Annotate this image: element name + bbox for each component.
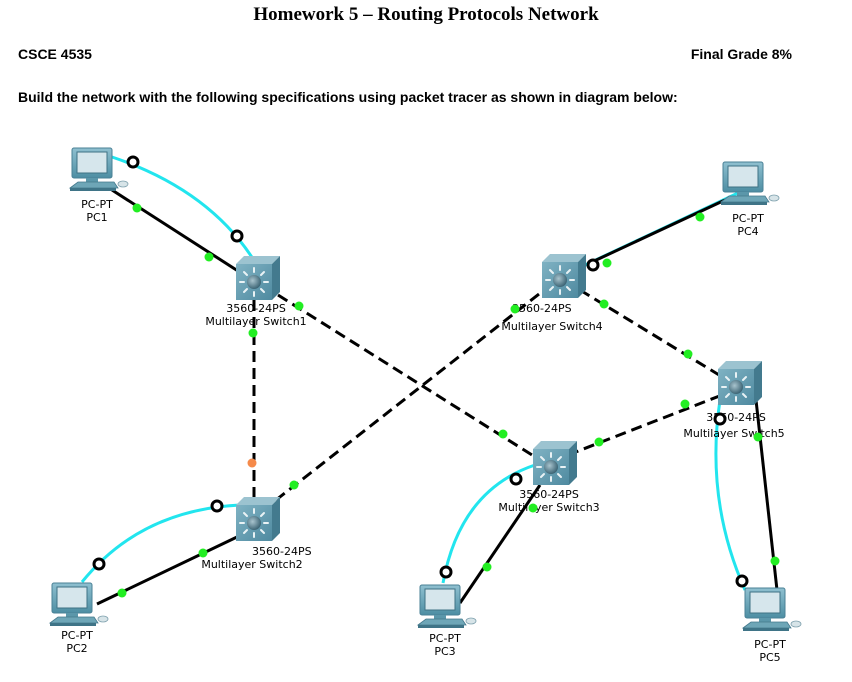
console-cable-pc3-sw3[interactable] — [441, 463, 536, 584]
crossover-cables — [252, 285, 725, 502]
pc4[interactable]: PC-PT PC4 — [720, 161, 780, 238]
console-port-ring — [230, 229, 244, 243]
pc1-name: PC1 — [86, 211, 107, 224]
cable-pc3-sw3[interactable] — [458, 484, 542, 604]
switch-icon — [532, 440, 578, 486]
pc2[interactable]: PC-PT PC2 — [49, 582, 109, 655]
pc5-name: PC5 — [759, 651, 780, 664]
pc-icon — [742, 587, 802, 632]
final-grade: Final Grade 8% — [690, 46, 792, 62]
switch2-name: Multilayer Switch2 — [201, 558, 302, 571]
link-up-indicator — [117, 588, 127, 598]
link-up-indicator — [683, 349, 693, 359]
pc1-model: PC-PT — [81, 198, 113, 211]
pc2-name: PC2 — [66, 642, 87, 655]
link-up-indicator — [528, 503, 538, 513]
pc-icon — [69, 147, 129, 192]
link-up-indicator — [680, 399, 690, 409]
console-port-ring — [586, 258, 600, 272]
pc5[interactable]: PC-PT PC5 — [742, 587, 802, 664]
switch3-model: 3560-24PS — [519, 488, 579, 501]
console-port-ring — [509, 472, 523, 486]
pc1[interactable]: PC-PT PC1 — [69, 147, 129, 224]
switch4-name: Multilayer Switch4 — [501, 320, 602, 333]
link-up-indicator — [294, 301, 304, 311]
link-up-indicator — [602, 258, 612, 268]
switch5-name: Multilayer Switch5 — [683, 427, 784, 440]
link-up-indicator — [695, 212, 705, 222]
cable-sw4-sw5[interactable] — [579, 288, 725, 380]
switch2-model: 3560-24PS — [252, 545, 312, 558]
document-title: Homework 5 – Routing Protocols Network — [253, 4, 599, 25]
link-up-indicator — [753, 432, 763, 442]
console-connectors — [92, 155, 749, 588]
link-up-indicator — [498, 429, 508, 439]
switch-icon — [235, 255, 281, 301]
pc4-name: PC4 — [737, 225, 758, 238]
switch1-name: Multilayer Switch1 — [205, 315, 306, 328]
multilayer-switch3[interactable]: 3560-24PS Multilayer Switch3 — [498, 440, 600, 514]
link-blocked-indicator — [247, 458, 257, 468]
pc2-model: PC-PT — [61, 629, 93, 642]
console-port-ring — [210, 499, 224, 513]
console-port-ring — [713, 412, 727, 426]
link-up-indicator — [594, 437, 604, 447]
switch3-name: Multilayer Switch3 — [498, 501, 599, 514]
console-port-ring — [439, 565, 453, 579]
instruction-text: Build the network with the following spe… — [18, 89, 678, 105]
link-up-indicator — [599, 299, 609, 309]
pc4-model: PC-PT — [732, 212, 764, 225]
cable-sw3-sw5[interactable] — [567, 393, 723, 457]
straight-cables — [96, 188, 779, 606]
cable-sw2-sw4[interactable] — [275, 285, 549, 502]
console-port-ring — [126, 155, 140, 169]
course-code: CSCE 4535 — [18, 46, 92, 62]
pc-icon — [720, 161, 780, 206]
multilayer-switch5[interactable]: 3560-24PS Multilayer Switch5 — [683, 360, 785, 440]
switch-icon — [541, 253, 587, 299]
switch1-model: 3560-24PS — [226, 302, 286, 315]
link-up-indicator — [482, 562, 492, 572]
multilayer-switch1[interactable]: 3560-24PS Multilayer Switch1 — [205, 255, 307, 328]
console-cables — [80, 155, 747, 591]
console-port-ring — [735, 574, 749, 588]
link-up-indicator — [198, 548, 208, 558]
pc3-model: PC-PT — [429, 632, 461, 645]
link-up-indicator — [248, 328, 258, 338]
pc3-name: PC3 — [434, 645, 455, 658]
cable-sw1-sw3[interactable] — [277, 293, 541, 462]
link-up-indicator — [204, 252, 214, 262]
link-up-indicator — [510, 304, 520, 314]
pc5-model: PC-PT — [754, 638, 786, 651]
multilayer-switch4[interactable]: 3560-24PS Multilayer Switch4 — [501, 253, 603, 333]
link-up-indicator — [132, 203, 142, 213]
pc3[interactable]: PC-PT PC3 — [417, 584, 477, 658]
switch-icon — [717, 360, 763, 406]
multilayer-switch2[interactable]: 3560-24PS Multilayer Switch2 — [201, 496, 312, 571]
switch-icon — [235, 496, 281, 542]
cable-pc4-sw4[interactable] — [591, 198, 726, 264]
link-up-indicator — [289, 480, 299, 490]
switch4-model: 3560-24PS — [512, 302, 572, 315]
console-port-ring — [92, 557, 106, 571]
link-up-indicator — [770, 556, 780, 566]
link-indicators — [117, 203, 780, 598]
